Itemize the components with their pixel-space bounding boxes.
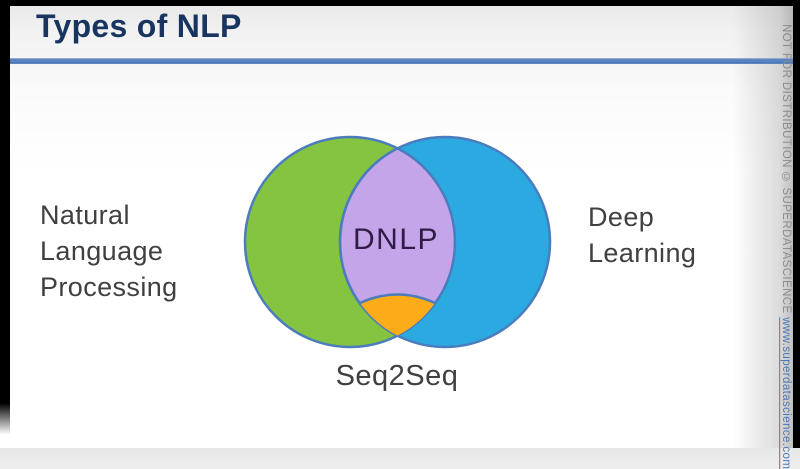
watermark-link: www.superdatascience.com (780, 317, 792, 469)
right-label-line-2: Learning (588, 238, 697, 268)
slide-title: Types of NLP (36, 8, 242, 44)
title-divider (0, 58, 793, 64)
watermark-notice: NOT FOR DISTRIBUTION © SUPERDATASCIENCE (780, 24, 792, 314)
right-label-line-1: Deep (588, 202, 655, 232)
frame-left-bar (0, 0, 10, 448)
left-label-line-3: Processing (40, 272, 178, 302)
frame-right-bar (793, 0, 800, 448)
left-label-line-2: Language (40, 236, 164, 266)
right-edge-shade (733, 0, 793, 448)
venn-subset-top-edge (359, 293, 436, 305)
venn-left-set-label: Natural Language Processing (40, 197, 178, 305)
venn-right-set-label: Deep Learning (588, 199, 696, 271)
watermark: NOT FOR DISTRIBUTION © SUPERDATASCIENCE … (780, 24, 792, 469)
venn-intersection-label: DNLP (353, 223, 439, 256)
venn-subset-label: Seq2Seq (335, 360, 459, 392)
left-label-line-1: Natural (40, 200, 130, 230)
venn-subset-region (360, 294, 435, 336)
venn-diagram: DNLP (243, 135, 552, 349)
frame-top-bar (0, 0, 800, 6)
